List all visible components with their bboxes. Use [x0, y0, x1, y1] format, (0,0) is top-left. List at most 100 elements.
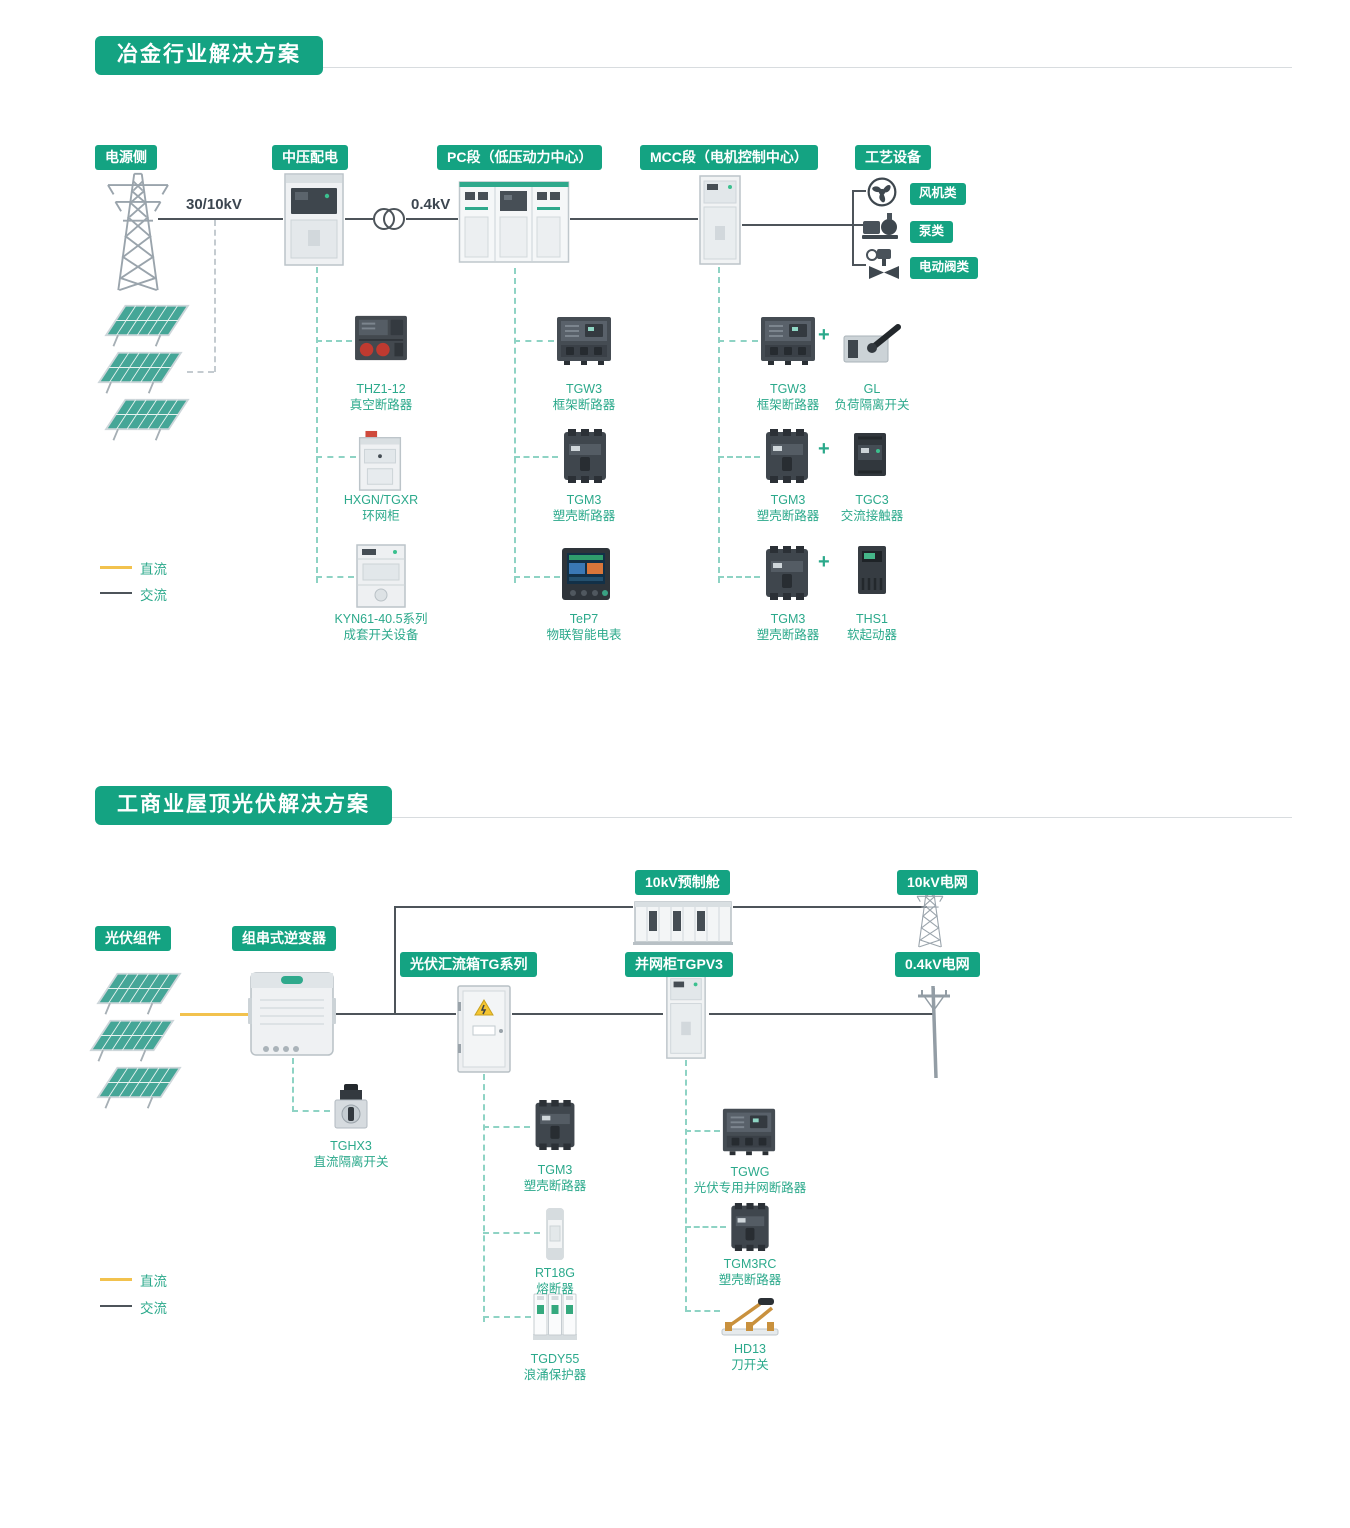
plus-sign: + — [818, 438, 830, 460]
dashed-connector — [514, 576, 560, 578]
badge-mcc-section: MCC段（电机控制中心） — [640, 145, 818, 170]
product-desc: 物联智能电表 — [546, 628, 622, 642]
frame-breaker-icon — [554, 314, 614, 366]
product-label-tgm3: TGM3 塑壳断路器 — [518, 492, 650, 524]
badge-mv-distribution: 中压配电 — [272, 145, 348, 170]
product-name: TGM3 — [770, 612, 806, 626]
soft-starter-icon — [854, 544, 890, 596]
ac-bus-line — [406, 218, 458, 220]
mcc-cabinet-icon — [698, 174, 742, 266]
product-desc: 框架断路器 — [552, 398, 616, 412]
product-desc: 塑壳断路器 — [718, 1273, 782, 1287]
contactor-icon — [850, 430, 890, 478]
grid-connection-cabinet-icon — [663, 972, 709, 1060]
ac-bus-line — [336, 1013, 456, 1015]
product-desc: 成套开关设备 — [343, 628, 419, 642]
product-name: TGM3 — [566, 493, 602, 507]
ac-bus-line — [742, 224, 852, 226]
product-name: TGC3 — [855, 493, 889, 507]
voltage-label-lv: 0.4kV — [411, 196, 451, 213]
dashed-connector — [316, 576, 354, 578]
product-name: TGHX3 — [330, 1139, 372, 1153]
legend-ac-label: 交流 — [140, 1301, 167, 1316]
utility-pole-icon — [914, 980, 954, 1080]
dashed-connector — [685, 1310, 720, 1312]
product-label-tgm3-mcc: TGM3 塑壳断路器 — [722, 492, 854, 524]
ac-branch-line — [852, 224, 864, 226]
product-label-tgm3-pv: TGM3 塑壳断路器 — [489, 1162, 621, 1194]
product-label-hxgn: HXGN/TGXR 环网柜 — [315, 492, 447, 524]
product-label-hd13: HD13 刀开关 — [684, 1341, 816, 1373]
mccb-icon — [558, 428, 612, 484]
product-label-tgw3: TGW3 框架断路器 — [518, 381, 650, 413]
surge-protector-icon — [531, 1290, 579, 1342]
fuse-icon — [540, 1206, 570, 1262]
product-name: GL — [863, 382, 881, 396]
section-divider-line — [95, 67, 1292, 68]
section-title-metallurgy: 冶金行业解决方案 — [95, 36, 323, 75]
knife-switch-icon — [720, 1296, 780, 1338]
product-desc: 塑壳断路器 — [523, 1179, 587, 1193]
solar-panel-icon — [103, 397, 191, 443]
ac-branch-line — [852, 264, 866, 266]
string-inverter-icon — [248, 966, 336, 1060]
dashed-connector — [685, 1130, 720, 1132]
plus-sign: + — [818, 551, 830, 573]
product-desc: 软起动器 — [846, 628, 897, 642]
legend-dc-label: 直流 — [140, 1274, 167, 1289]
pump-icon — [860, 211, 900, 241]
mccb-icon — [726, 1200, 774, 1254]
dashed-connector — [483, 1074, 485, 1322]
dashed-connector — [718, 267, 720, 583]
badge-pumps: 泵类 — [910, 221, 954, 243]
motor-valve-icon — [864, 247, 900, 279]
product-label-rt18g: RT18G 熔断器 — [489, 1265, 621, 1297]
section-title-rooftop-pv: 工商业屋顶光伏解决方案 — [95, 786, 392, 825]
badge-power-side: 电源侧 — [95, 145, 157, 170]
legend-dc-label: 直流 — [140, 562, 167, 577]
ac-branch-line — [852, 190, 854, 266]
ac-bus-line — [158, 218, 283, 220]
ac-bus-line — [394, 906, 633, 908]
load-isolator-icon — [842, 320, 904, 366]
ac-bus-line — [345, 218, 373, 220]
ac-bus-line — [570, 218, 698, 220]
dc-isolator-icon — [330, 1082, 372, 1132]
solar-panel-icon — [88, 1018, 176, 1064]
solar-panel-icon — [96, 350, 184, 396]
badge-motor-valves: 电动阀类 — [910, 257, 979, 279]
dashed-connector — [685, 1060, 687, 1312]
product-label-thz1-12: THZ1-12 真空断路器 — [315, 381, 447, 413]
dashed-connector — [514, 340, 554, 342]
dashed-connector — [483, 1232, 540, 1234]
ac-bus-line — [512, 1013, 663, 1015]
product-desc: 光伏专用并网断路器 — [693, 1181, 807, 1195]
product-name: HD13 — [734, 1342, 766, 1356]
legend-dc-line — [100, 566, 132, 569]
badge-04kv-grid: 0.4kV电网 — [895, 952, 980, 977]
product-name: HXGN/TGXR — [343, 493, 419, 507]
product-desc: 真空断路器 — [349, 398, 413, 412]
ac-bus-line — [709, 1013, 933, 1015]
badge-pc-section: PC段（低压动力中心） — [437, 145, 603, 170]
dashed-connector — [292, 1110, 330, 1112]
transformer-icon — [371, 206, 407, 232]
dashed-connector — [718, 456, 760, 458]
product-desc: 塑壳断路器 — [756, 628, 820, 642]
product-label-tgc3: TGC3 交流接触器 — [806, 492, 938, 524]
badge-10kv-grid: 10kV电网 — [897, 870, 978, 895]
product-desc: 熔断器 — [536, 1282, 574, 1296]
mccb-icon — [760, 428, 814, 484]
transmission-tower-icon — [88, 170, 188, 292]
product-desc: 塑壳断路器 — [756, 509, 820, 523]
dashed-connector — [685, 1226, 726, 1228]
frame-breaker-icon — [758, 314, 818, 366]
product-label-tep7: TeP7 物联智能电表 — [518, 611, 650, 643]
legend-ac-line — [100, 1305, 132, 1307]
section-divider-line — [95, 817, 1292, 818]
product-desc: 浪涌保护器 — [523, 1368, 587, 1382]
dashed-connector — [292, 1058, 294, 1112]
product-label-ths1: THS1 软起动器 — [806, 611, 938, 643]
badge-combiner-box: 光伏汇流箱TG系列 — [400, 952, 538, 977]
